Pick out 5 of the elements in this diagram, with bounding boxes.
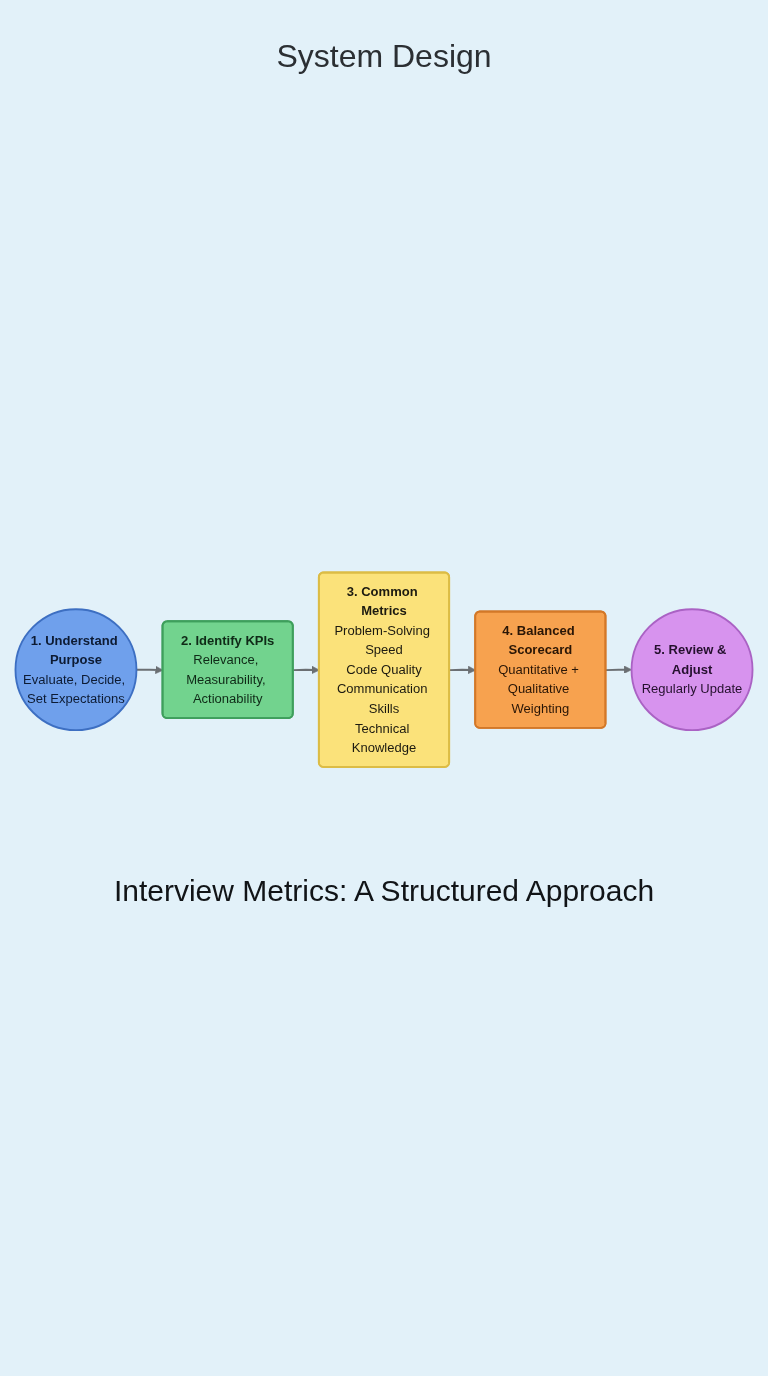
diagram-title: System Design: [276, 38, 492, 75]
node-circle: 5. Review & Adjust Regularly Update: [630, 608, 754, 732]
node-circle: 1. Understand Purpose Evaluate, Decide, Set Expectations: [14, 608, 138, 732]
diagram-caption: Interview Metrics: A Structured Approach: [113, 874, 655, 908]
arrow: [605, 665, 632, 675]
